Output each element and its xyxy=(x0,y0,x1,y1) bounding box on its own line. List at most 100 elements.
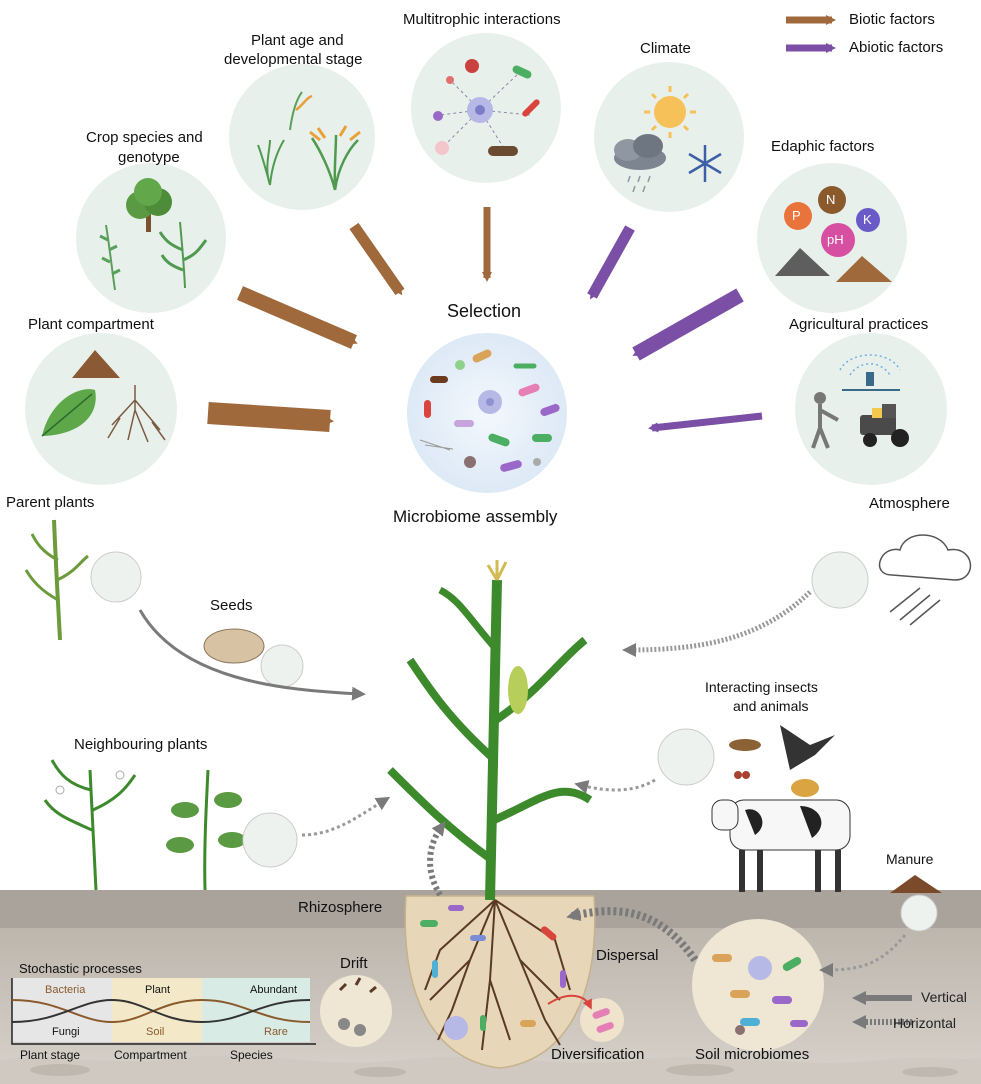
sun-icon xyxy=(644,86,696,138)
atmosphere-arrow xyxy=(622,590,812,657)
stochastic-bottom-1: Fungi xyxy=(52,1026,80,1038)
microbiome-assembly-label: Microbiome assembly xyxy=(393,507,558,526)
plant-compartment-circle xyxy=(25,333,177,485)
horizontal-legend-label: Horizontal xyxy=(893,1015,957,1031)
leaf-icon xyxy=(41,389,96,437)
soybean-plant-icon xyxy=(166,769,246,891)
stochastic-top-2: Plant xyxy=(145,984,171,996)
atmosphere-cloud-icon xyxy=(878,534,971,626)
rain-cloud-icon xyxy=(614,134,666,193)
larva-icon xyxy=(729,739,761,751)
drift-illustration xyxy=(320,975,392,1047)
soil-microbiome-circle xyxy=(692,919,824,1051)
insect-arrow xyxy=(574,778,656,794)
pea-plant-icon xyxy=(43,759,137,891)
seed-microbiome-icon xyxy=(260,644,304,688)
agricultural-circle xyxy=(795,333,947,485)
central-microbiome xyxy=(407,333,567,493)
stochastic-title: Stochastic processes xyxy=(19,961,142,976)
soil-microbiomes-label: Soil microbiomes xyxy=(695,1046,810,1063)
nutrient-ph-label: pH xyxy=(827,232,844,247)
factor-circles xyxy=(25,33,947,485)
nutrient-n-label: N xyxy=(826,192,836,207)
grass-crop-icon xyxy=(158,221,208,289)
parent-microbiome-icon xyxy=(90,551,142,603)
legume-plant-icon xyxy=(99,224,121,291)
crop-species-label-line2: genotype xyxy=(118,149,180,166)
vertical-legend-label: Vertical xyxy=(921,989,967,1005)
stochastic-axis-1: Plant stage xyxy=(20,1048,81,1062)
stochastic-bottom-2: Soil xyxy=(146,1026,165,1038)
plant-age-label-line1: Plant age and xyxy=(251,32,344,49)
stochastic-bottom-3: Rare xyxy=(264,1026,288,1038)
factor-arrows xyxy=(207,207,763,433)
seed-icon xyxy=(203,628,265,664)
stochastic-axis-3: Species xyxy=(230,1048,273,1062)
selection-label: Selection xyxy=(447,301,522,321)
plant-age-label-line2: developmental stage xyxy=(224,51,363,68)
tree-icon xyxy=(126,178,172,232)
diversification-illustration xyxy=(547,994,624,1042)
stochastic-chart xyxy=(11,978,316,1045)
ph-icon xyxy=(821,223,855,257)
agricultural-arrow xyxy=(648,412,763,433)
plant-age-arrow xyxy=(349,222,405,296)
legend-abiotic-label: Abiotic factors xyxy=(849,39,944,56)
neighbour-microbiome-icon xyxy=(242,812,298,868)
nitrogen-icon xyxy=(818,186,846,214)
phosphorus-icon xyxy=(784,202,812,230)
drift-label: Drift xyxy=(340,955,368,972)
root-uptake-arrow xyxy=(427,821,446,897)
atmosphere-label: Atmosphere xyxy=(869,495,950,512)
root-icon xyxy=(107,385,166,443)
mature-plant-icon xyxy=(309,125,361,191)
nutrient-bubbles xyxy=(775,186,892,282)
legend-biotic-label: Biotic factors xyxy=(849,11,935,28)
snowflake-icon xyxy=(688,145,722,182)
ant-icon xyxy=(734,771,750,779)
atmosphere-microbiome-icon xyxy=(811,551,869,609)
crop-species-arrow xyxy=(237,286,358,349)
climate-label: Climate xyxy=(640,40,691,57)
insect-microbiome-icon xyxy=(657,728,715,786)
legend-arrows xyxy=(786,15,836,53)
stochastic-axis-2: Compartment xyxy=(114,1048,187,1062)
rhizosphere-microbes xyxy=(420,905,566,1040)
plant-compartment-label: Plant compartment xyxy=(28,316,154,333)
crop-species-label-line1: Crop species and xyxy=(86,129,203,146)
rhizosphere-label: Rhizosphere xyxy=(298,899,383,916)
multitrophic-label: Multitrophic interactions xyxy=(403,11,561,28)
dispersal-arrow xyxy=(566,907,699,963)
stochastic-top-3: Abundant xyxy=(250,984,298,996)
bee-icon xyxy=(791,779,819,797)
seeds-label: Seeds xyxy=(210,597,253,614)
insects-label-line2: and animals xyxy=(733,698,809,714)
dispersal-label: Dispersal xyxy=(596,947,659,964)
edaphic-label: Edaphic factors xyxy=(771,138,875,155)
agricultural-label: Agricultural practices xyxy=(789,316,929,333)
diversification-label: Diversification xyxy=(551,1046,645,1063)
neighbour-arrow xyxy=(301,796,391,837)
parent-plants-label: Parent plants xyxy=(6,494,95,511)
maize-plant-icon xyxy=(387,560,593,901)
young-seedling-icon xyxy=(257,91,313,186)
farmer-spraying-icon xyxy=(811,392,839,449)
nutrient-p-label: P xyxy=(792,208,801,223)
manure-icon xyxy=(890,875,942,893)
stochastic-top-1: Bacteria xyxy=(45,984,86,996)
seed-transmission-arrow xyxy=(138,609,366,701)
insects-label-line1: Interacting insects xyxy=(705,679,818,695)
nutrient-k-label: K xyxy=(863,212,872,227)
cow-icon xyxy=(711,799,851,892)
potassium-icon xyxy=(856,208,880,232)
neighbouring-label: Neighbouring plants xyxy=(74,736,208,753)
soil-pile-icon xyxy=(72,350,120,378)
manure-microbiome-icon xyxy=(900,894,938,932)
manure-label: Manure xyxy=(886,851,934,867)
edaphic-arrow xyxy=(632,288,744,361)
swallow-icon xyxy=(780,725,835,770)
sprinkler-icon xyxy=(839,354,901,391)
tractor-icon xyxy=(860,404,909,447)
parent-plant-icon xyxy=(24,519,89,641)
